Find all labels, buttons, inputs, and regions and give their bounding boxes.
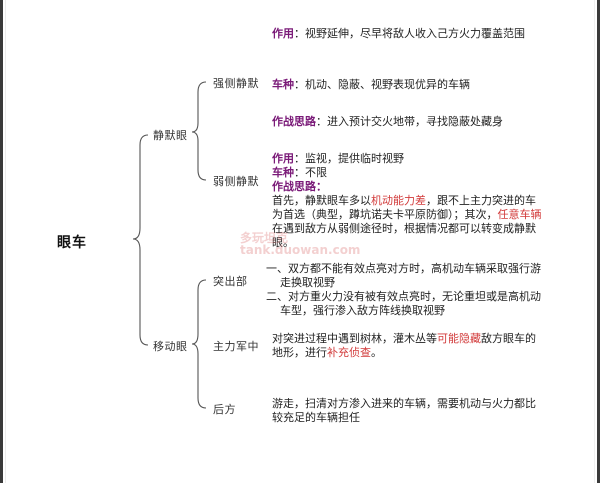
node-weak-side-silent: 弱侧静默 (213, 175, 259, 188)
highlight-any-vehicle: 任意车辆 (497, 208, 542, 221)
main-force-text: 对突进过程中遇到树林，灌木丛等可能隐藏敌方眼车的地形，进行补充侦查。 (272, 332, 536, 359)
strong-side-role: 作用：视野延伸，尽早将敌人收入己方火力覆盖范围 (272, 27, 562, 41)
node-salient: 突出部 (213, 275, 248, 288)
weak-side-tactic-label: 作战思路： (272, 180, 327, 193)
highlight-supplement-recon: 补充侦查 (327, 346, 371, 359)
silent-eye-bracket (191, 81, 207, 181)
strong-side-vehicle: 车种：机动、隐蔽、视野表现优异的车辆 (272, 78, 470, 91)
rear-text: 游走，扫清对方渗入进来的车辆，需要机动与火力都比较充足的车辆担任 (272, 397, 536, 424)
left-border (0, 0, 3, 483)
colon: ： (294, 27, 305, 40)
root-bracket (132, 134, 149, 346)
strong-side-tactic: 作战思路：进入预计交火地带，寻找隐蔽处藏身 (272, 115, 503, 128)
role-label: 作用 (272, 27, 294, 40)
right-border-inner (594, 0, 595, 483)
salient-item-1: 一、双方都不能有效点亮对方时，高机动车辆采取强行游走换取视野 (266, 262, 541, 289)
role-text: 视野延伸，尽早将敌人收入己方火力覆盖范围 (305, 27, 525, 40)
tactic-text: 进入预计交火地带，寻找隐蔽处藏身 (327, 115, 503, 128)
branch-silent-eye: 静默眼 (153, 129, 188, 142)
branch-mobile-eye: 移动眼 (153, 340, 188, 353)
weak-side-details: 作用：监视，提供临时视野 车种：不限 作战思路： 首先，静默眼车多以机动能力差，… (272, 152, 542, 250)
watermark: 多玩坦克 tank.duowan.com (240, 231, 361, 257)
weak-side-role: 作用：监视，提供临时视野 (272, 152, 404, 165)
left-border-inner (5, 0, 6, 483)
highlight-may-hide: 可能隐藏 (437, 332, 481, 345)
highlight-low-mobility: 机动能力差 (371, 194, 426, 207)
node-rear: 后方 (213, 403, 236, 416)
vehicle-label: 车种 (272, 78, 294, 91)
weak-side-tactic-text: 首先，静默眼车多以机动能力差，跟不上主力突进的车为首选（典型，蹲坑诺夫卡平原防御… (272, 194, 542, 249)
salient-item-2: 二、对方重火力没有被有效点亮时，无论重坦或是高机动车型，强行渗入敌方阵线换取视野 (266, 290, 541, 317)
node-strong-side-silent: 强侧静默 (213, 77, 259, 90)
root-node: 眼车 (57, 235, 87, 251)
mobile-eye-bracket (191, 279, 207, 409)
vehicle-text: 机动、隐蔽、视野表现优异的车辆 (305, 78, 470, 91)
right-border (597, 0, 600, 483)
salient-list: 一、双方都不能有效点亮对方时，高机动车辆采取强行游走换取视野 二、对方重火力没有… (266, 262, 546, 318)
tactic-label: 作战思路 (272, 115, 316, 128)
weak-side-vehicle: 车种：不限 (272, 166, 327, 179)
node-main-force: 主力军中 (213, 340, 259, 353)
